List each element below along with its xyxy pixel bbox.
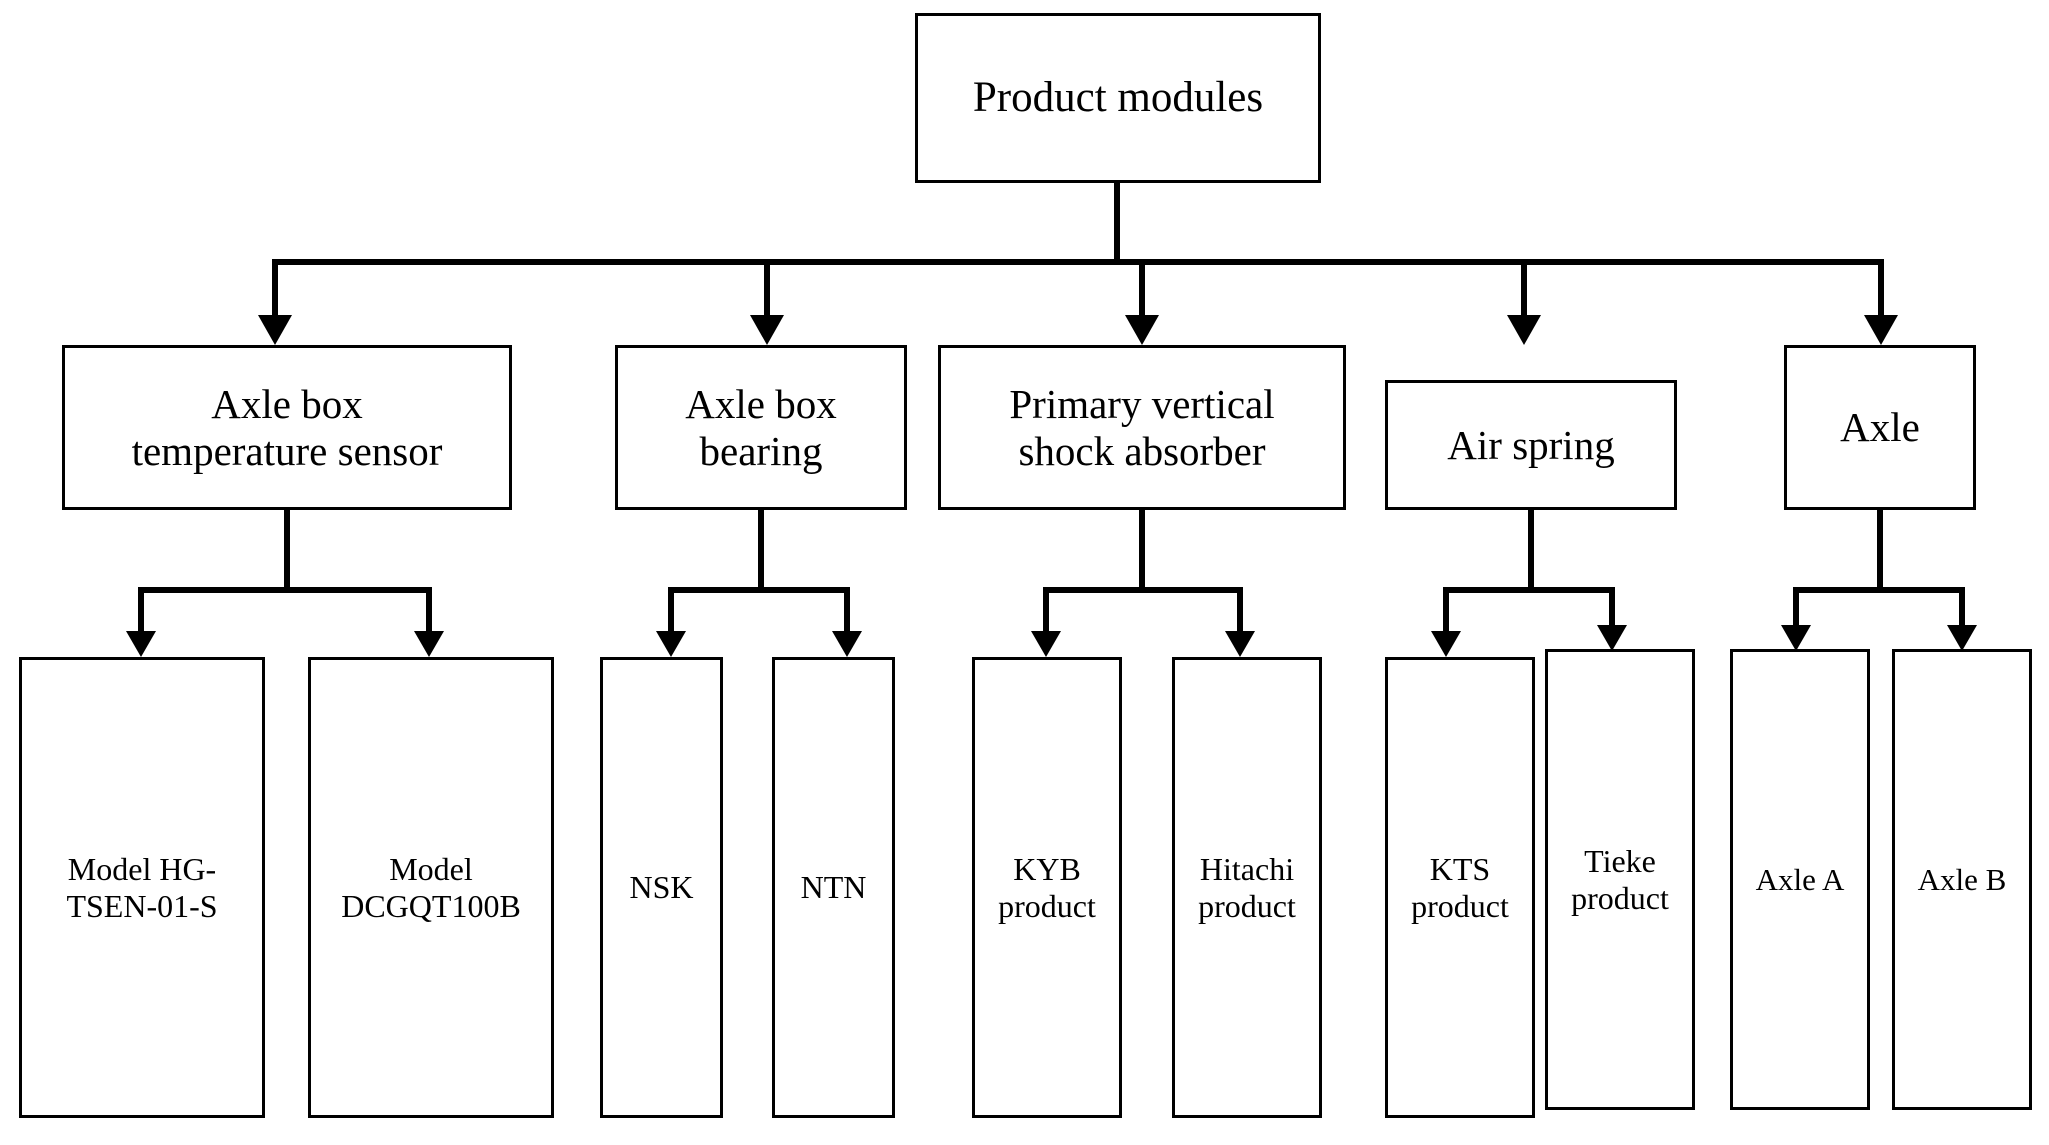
node-label: Model DCGQT100B xyxy=(315,851,547,924)
node-axle-b[interactable]: Axle B xyxy=(1892,649,2032,1110)
node-product-modules[interactable]: Product modules xyxy=(915,13,1321,183)
node-label-line1: Primary vertical xyxy=(1009,380,1275,427)
connector-g4-drop-a xyxy=(1443,587,1449,633)
node-label: Axle B xyxy=(1917,861,2007,897)
connector-g4-bus xyxy=(1443,587,1615,593)
connector-g5-drop-b xyxy=(1959,587,1965,627)
connector-drop-5 xyxy=(1878,259,1884,317)
arrowhead-g5-a xyxy=(1781,625,1811,651)
node-label-line1: Axle box xyxy=(685,380,837,427)
node-model-dcgqt100b[interactable]: Model DCGQT100B xyxy=(308,657,554,1118)
connector-g2-bus xyxy=(668,587,850,593)
node-label-line2: temperature sensor xyxy=(131,427,443,474)
node-label: Axle A xyxy=(1755,861,1845,897)
connector-g2-drop-a xyxy=(668,587,674,633)
node-model-hg-tsen-01-s[interactable]: Model HG- TSEN-01-S xyxy=(19,657,265,1118)
node-label: Axle box temperature sensor xyxy=(69,381,505,474)
connector-g4-stem xyxy=(1528,510,1534,590)
connector-g2-drop-b xyxy=(844,587,850,633)
node-label: Tieke product xyxy=(1552,843,1688,916)
node-ntn[interactable]: NTN xyxy=(772,657,895,1118)
arrowhead-g1-a xyxy=(126,631,156,657)
node-label: NSK xyxy=(629,869,694,906)
node-axle-box-bearing[interactable]: Axle box bearing xyxy=(615,345,907,510)
node-label: Hitachi product xyxy=(1179,851,1315,924)
node-label-line1: Axle box xyxy=(211,380,363,427)
node-label-line1: KTS xyxy=(1429,851,1491,888)
node-label: KTS product xyxy=(1392,851,1528,924)
node-label-line2: TSEN-01-S xyxy=(66,887,218,924)
connector-g3-drop-a xyxy=(1043,587,1049,633)
arrowhead-2 xyxy=(750,315,784,345)
node-label-line1: KYB xyxy=(1013,851,1081,888)
node-label: Air spring xyxy=(1447,421,1615,468)
node-label-line1: Hitachi xyxy=(1199,851,1295,888)
node-label-line2: DCGQT100B xyxy=(341,887,521,924)
arrowhead-g2-b xyxy=(832,631,862,657)
arrowhead-5 xyxy=(1864,315,1898,345)
arrowhead-g3-a xyxy=(1031,631,1061,657)
node-label-line2: product xyxy=(998,887,1096,924)
connector-g5-stem xyxy=(1877,510,1883,590)
node-label: Model HG- TSEN-01-S xyxy=(26,851,258,924)
node-label-line1: Model HG- xyxy=(67,851,217,888)
node-label: Axle box bearing xyxy=(622,381,900,474)
connector-root-stem xyxy=(1114,183,1120,265)
node-kyb-product[interactable]: KYB product xyxy=(972,657,1122,1118)
connector-g1-drop-a xyxy=(138,587,144,633)
node-tieke-product[interactable]: Tieke product xyxy=(1545,649,1695,1110)
arrowhead-4 xyxy=(1507,315,1541,345)
node-label-line2: shock absorber xyxy=(1018,427,1266,474)
connector-g5-bus xyxy=(1793,587,1965,593)
connector-drop-1 xyxy=(272,259,278,317)
connector-g1-stem xyxy=(284,510,290,590)
connector-g3-bus xyxy=(1043,587,1243,593)
node-label: KYB product xyxy=(979,851,1115,924)
arrowhead-g3-b xyxy=(1225,631,1255,657)
connector-drop-3 xyxy=(1139,259,1145,317)
arrowhead-g4-b xyxy=(1597,625,1627,651)
arrowhead-g2-a xyxy=(656,631,686,657)
arrowhead-1 xyxy=(258,315,292,345)
node-label: NTN xyxy=(800,869,867,906)
node-axle-box-temperature-sensor[interactable]: Axle box temperature sensor xyxy=(62,345,512,510)
node-label: Axle xyxy=(1840,404,1920,451)
connector-g3-stem xyxy=(1139,510,1145,590)
node-label-line1: Model xyxy=(389,851,473,888)
node-label: Product modules xyxy=(972,74,1264,122)
arrowhead-g1-b xyxy=(414,631,444,657)
node-label-line2: product xyxy=(1411,887,1509,924)
connector-g2-stem xyxy=(758,510,764,590)
connector-drop-4 xyxy=(1521,259,1527,317)
node-hitachi-product[interactable]: Hitachi product xyxy=(1172,657,1322,1118)
node-label-line2: bearing xyxy=(699,427,823,474)
node-primary-vertical-shock-absorber[interactable]: Primary vertical shock absorber xyxy=(938,345,1346,510)
node-axle[interactable]: Axle xyxy=(1784,345,1976,510)
connector-g4-drop-b xyxy=(1609,587,1615,627)
node-kts-product[interactable]: KTS product xyxy=(1385,657,1535,1118)
node-axle-a[interactable]: Axle A xyxy=(1730,649,1870,1110)
node-label-line2: product xyxy=(1571,879,1669,916)
connector-g1-bus xyxy=(138,587,432,593)
connector-main-bus xyxy=(272,259,1884,265)
arrowhead-g4-a xyxy=(1431,631,1461,657)
connector-g5-drop-a xyxy=(1793,587,1799,627)
arrowhead-3 xyxy=(1125,315,1159,345)
node-air-spring[interactable]: Air spring xyxy=(1385,380,1677,510)
node-label: Primary vertical shock absorber xyxy=(945,381,1339,474)
connector-drop-2 xyxy=(764,259,770,317)
arrowhead-g5-b xyxy=(1947,625,1977,651)
node-label-line1: Tieke xyxy=(1584,843,1656,880)
connector-g3-drop-b xyxy=(1237,587,1243,633)
node-label-line2: product xyxy=(1198,887,1296,924)
node-nsk[interactable]: NSK xyxy=(600,657,723,1118)
connector-g1-drop-b xyxy=(426,587,432,633)
